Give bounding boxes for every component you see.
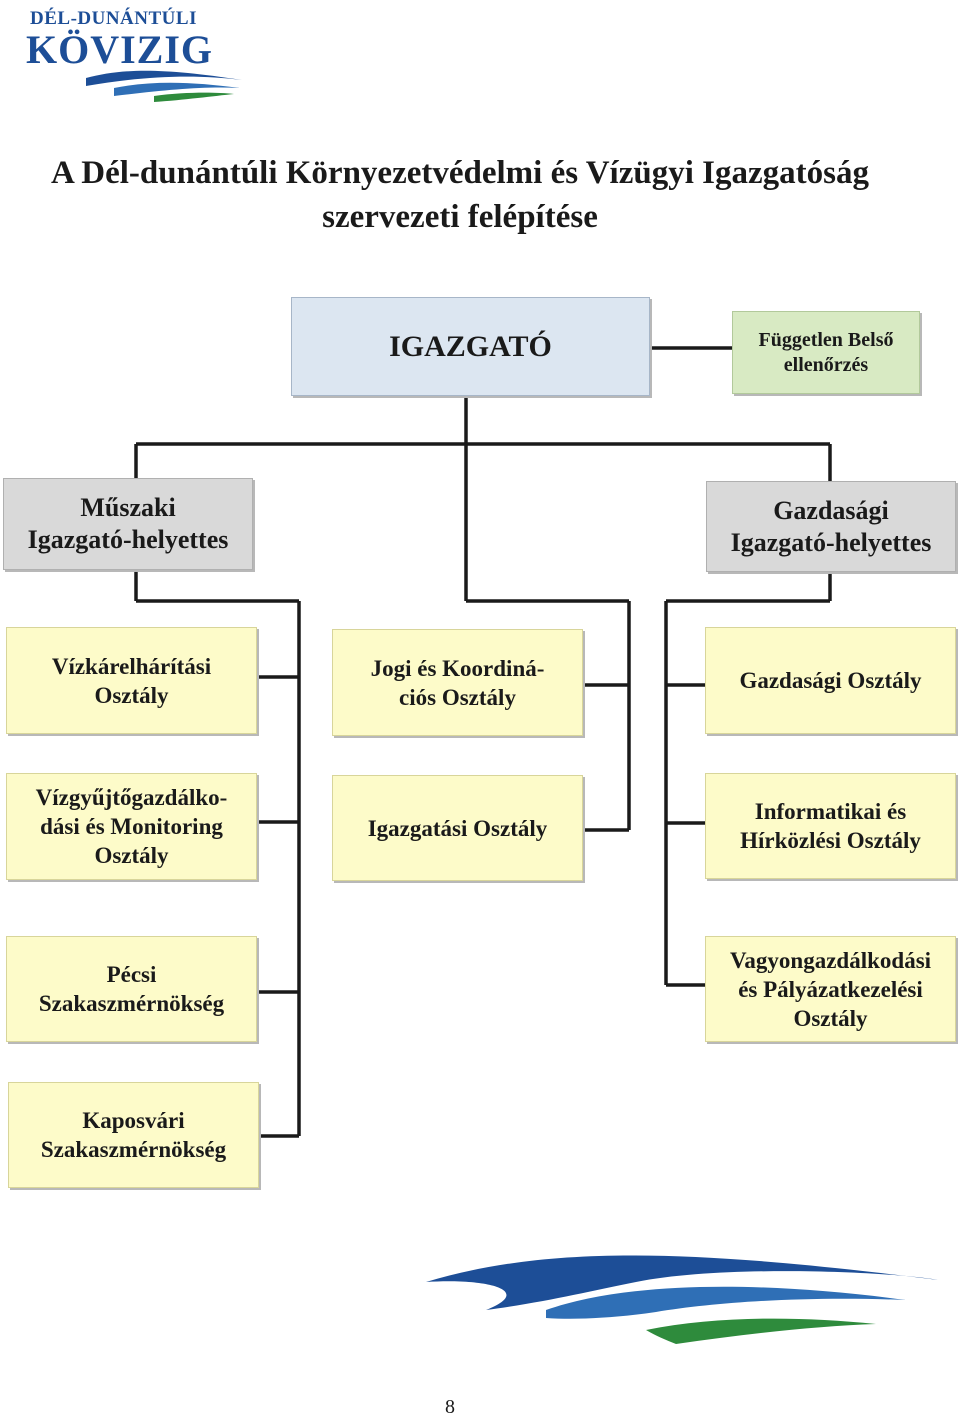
logo-waves-icon bbox=[86, 70, 242, 102]
economic-dept-box: Gazdasági Osztály bbox=[705, 627, 956, 734]
logo-subtitle: DÉL-DUNÁNTÚLI bbox=[30, 8, 197, 29]
director-box: IGAZGATÓ bbox=[291, 297, 650, 396]
economic-deputy-box: Gazdasági Igazgató-helyettes bbox=[706, 481, 956, 572]
kovizig-logo: DÉL-DUNÁNTÚLI KÖVIZIG bbox=[24, 8, 254, 102]
administration-dept-box: Igazgatási Osztály bbox=[332, 775, 583, 881]
page-subtitle: szervezeti felépítése bbox=[322, 199, 598, 235]
logo-title: KÖVIZIG bbox=[26, 27, 214, 72]
kaposvar-section-box: Kaposvári Szakaszmérnökség bbox=[8, 1082, 259, 1188]
flood-control-dept-box: Vízkárelhárítási Osztály bbox=[6, 627, 257, 734]
asset-tender-dept-box: Vagyongazdálkodási és Pályázatkezelési O… bbox=[705, 936, 956, 1042]
pecs-section-box: Pécsi Szakaszmérnökség bbox=[6, 936, 257, 1042]
page-number: 8 bbox=[445, 1396, 455, 1418]
it-communications-dept-box: Informatikai és Hírközlési Osztály bbox=[705, 773, 956, 879]
watershed-monitoring-dept-box: Vízgyűjtőgazdálko- dási és Monitoring Os… bbox=[6, 773, 257, 880]
decorative-waves-icon bbox=[426, 1255, 938, 1344]
internal-audit-box: Független Belső ellenőrzés bbox=[732, 311, 920, 394]
technical-deputy-box: Műszaki Igazgató-helyettes bbox=[3, 478, 253, 570]
page-title: A Dél-dunántúli Környezetvédelmi és Vízü… bbox=[51, 155, 869, 191]
legal-coordination-dept-box: Jogi és Koordiná- ciós Osztály bbox=[332, 629, 583, 736]
